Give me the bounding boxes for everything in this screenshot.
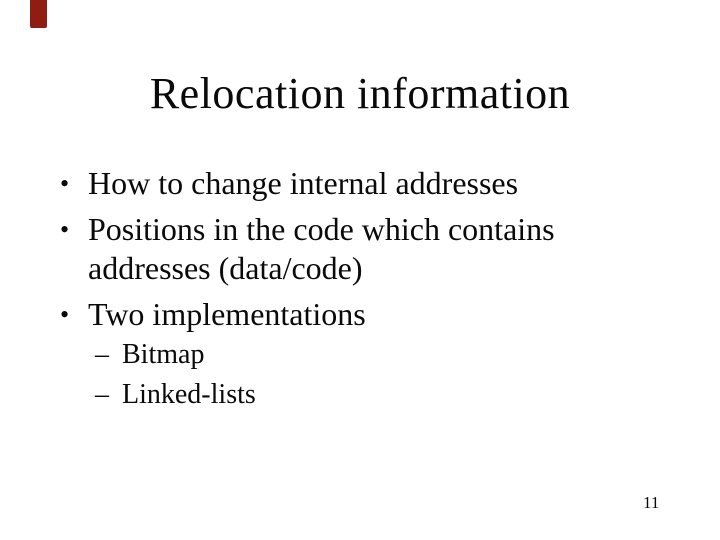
- sub-bullet-text: Bitmap: [122, 339, 205, 370]
- bullet-list: • How to change internal addresses • Pos…: [60, 164, 600, 422]
- bullet-item: • Positions in the code which contains a…: [60, 210, 600, 288]
- slide-title: Relocation information: [149, 69, 571, 118]
- bullet-dot-icon: •: [60, 215, 70, 244]
- bullet-item: • How to change internal addresses: [60, 164, 600, 203]
- bullet-text: How to change internal addresses: [88, 165, 519, 201]
- bullet-text: Two implementations: [88, 296, 366, 332]
- dash-bullet-icon: –: [95, 379, 109, 410]
- bullet-dot-icon: •: [60, 300, 70, 329]
- bullet-dot-icon: •: [60, 169, 70, 198]
- dash-bullet-icon: –: [95, 339, 109, 370]
- bullet-text: Positions in the code which contains add…: [88, 211, 555, 286]
- bullet-item: • Two implementations – Bitmap – Linked-…: [60, 295, 600, 415]
- bullet-text-group: Two implementations – Bitmap – Linked-li…: [88, 295, 588, 415]
- sub-bullet-item: – Bitmap: [95, 335, 588, 375]
- sub-bullet-item: – Linked-lists: [95, 375, 588, 415]
- sub-bullet-list: – Bitmap – Linked-lists: [88, 335, 588, 415]
- sub-bullet-text: Linked-lists: [122, 379, 256, 410]
- page-number: 11: [643, 493, 660, 512]
- corner-red-mark: [30, 0, 47, 28]
